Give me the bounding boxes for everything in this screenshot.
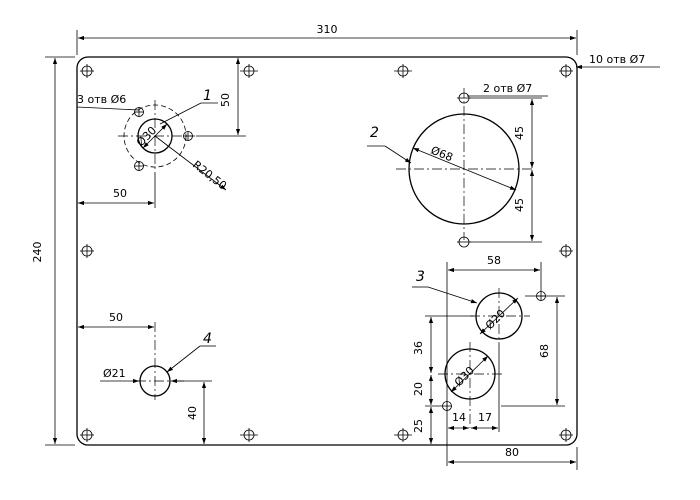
ten-holes-callout: 10 отв Ø7 bbox=[576, 53, 660, 70]
d68-label: Ø68 bbox=[429, 144, 455, 165]
dim-20-label: 20 bbox=[412, 382, 425, 396]
small-holes bbox=[134, 107, 193, 171]
feature-4: 50 Ø21 40 4 bbox=[78, 311, 216, 444]
mounting-hole bbox=[559, 64, 573, 78]
dim-14-label: 14 bbox=[452, 411, 466, 424]
dim-45-b-label: 45 bbox=[513, 198, 526, 212]
mounting-hole bbox=[559, 244, 573, 258]
dim-50-left-b-label: 50 bbox=[109, 311, 123, 324]
dim-40-label: 40 bbox=[186, 406, 199, 420]
d21-label: Ø21 bbox=[103, 367, 126, 380]
dim-50-left-a-label: 50 bbox=[113, 187, 127, 200]
small-holes bbox=[457, 92, 471, 248]
mounting-hole bbox=[240, 428, 258, 442]
mounting-hole bbox=[240, 64, 258, 78]
mounting-holes bbox=[80, 64, 573, 442]
callout-4: 4 bbox=[203, 331, 212, 347]
plate-outline bbox=[76, 56, 578, 446]
mounting-hole bbox=[80, 428, 94, 442]
callout-2: 2 bbox=[370, 125, 379, 141]
dim-80-label: 80 bbox=[505, 446, 519, 459]
mounting-hole bbox=[394, 428, 412, 442]
mounting-hole bbox=[80, 64, 94, 78]
dim-68-label: 68 bbox=[538, 344, 551, 358]
dim-25-label: 25 bbox=[412, 419, 425, 433]
mounting-hole bbox=[394, 64, 412, 78]
feature-3: Ø20 Ø30 58 68 36 20 25 14 17 80 bbox=[412, 254, 578, 470]
small-holes bbox=[442, 291, 546, 411]
dim-58-label: 58 bbox=[487, 254, 501, 267]
dim-overall-width: 310 bbox=[76, 23, 578, 55]
dim-45-a-label: 45 bbox=[513, 126, 526, 140]
three-holes-label: 3 отв Ø6 bbox=[77, 93, 126, 106]
callout-1: 1 bbox=[203, 88, 212, 104]
mounting-hole bbox=[80, 244, 94, 258]
dim-36-label: 36 bbox=[412, 341, 425, 355]
r20-50-label: R20,50 bbox=[190, 158, 229, 192]
feature-1: Ø30 R20,50 3 отв Ø6 50 50 1 bbox=[76, 58, 246, 208]
feature-2: Ø68 2 отв Ø7 45 45 2 bbox=[367, 82, 548, 248]
dim-overall-height: 240 bbox=[31, 56, 75, 446]
mounting-hole bbox=[559, 428, 573, 442]
dim-17-label: 17 bbox=[478, 411, 492, 424]
d30-b-label: Ø30 bbox=[452, 364, 477, 389]
ten-holes-label: 10 отв Ø7 bbox=[589, 53, 645, 66]
callout-3: 3 bbox=[416, 269, 425, 285]
dim-50-top-label: 50 bbox=[219, 93, 232, 107]
overall-width-label: 310 bbox=[317, 23, 338, 36]
two-holes-label: 2 отв Ø7 bbox=[483, 82, 532, 95]
overall-height-label: 240 bbox=[31, 242, 44, 263]
